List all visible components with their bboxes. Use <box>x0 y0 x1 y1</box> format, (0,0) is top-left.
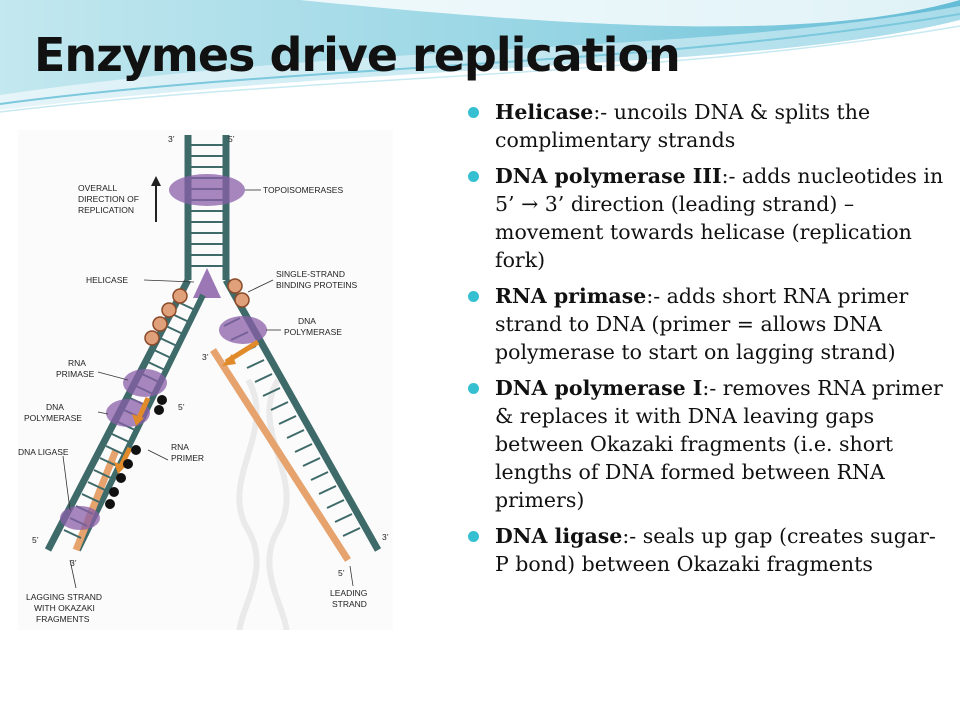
bullet-text: :- removes RNA primer & replaces it with… <box>495 376 943 512</box>
bullet-term: RNA primase <box>495 284 647 308</box>
bullet-text: :- seals up gap (creates sugar-P bond) b… <box>495 524 936 576</box>
bullet-icon <box>468 531 479 542</box>
bullet-term: DNA polymerase I <box>495 376 703 400</box>
label-leading-1: LEADING <box>330 588 367 598</box>
label-dna-ligase: DNA LIGASE <box>18 447 69 457</box>
bullet-icon <box>468 171 479 182</box>
direction-arrow <box>151 176 161 222</box>
label-overall-direction-1: OVERALL <box>78 183 117 193</box>
label-rna-primer-2: PRIMER <box>171 453 204 463</box>
topoisomerase-shape <box>169 174 245 206</box>
label-rna-primer-1: RNA <box>171 442 189 452</box>
label-dna-polymerase-right-1: DNA <box>298 316 316 326</box>
bullet-item-rna-primase: RNA primase:- adds short RNA primer stra… <box>466 282 946 366</box>
label-ssb-2: BINDING PROTEINS <box>276 280 358 290</box>
bullet-icon <box>468 291 479 302</box>
bullet-item-dna-polymerase-i: DNA polymerase I:- removes RNA primer & … <box>466 374 946 514</box>
bullet-item-dna-ligase: DNA ligase:- seals up gap (creates sugar… <box>466 522 946 578</box>
bullet-term: DNA ligase <box>495 524 623 548</box>
label-overall-direction-2: DIRECTION OF <box>78 194 139 204</box>
bullet-item-dna-polymerase-iii: DNA polymerase III:- adds nucleotides in… <box>466 162 946 274</box>
label-rna-primase-2: PRIMASE <box>56 369 95 379</box>
ssb-proteins <box>144 278 250 346</box>
label-dna-polymerase-left-1: DNA <box>46 402 64 412</box>
label-bottom-right-3: 3’ <box>382 532 389 542</box>
bullet-list: Helicase:- uncoils DNA & splits the comp… <box>466 98 946 586</box>
polymerase-right-shape <box>219 316 267 344</box>
bullet-term: DNA polymerase III <box>495 164 722 188</box>
label-ssb-1: SINGLE-STRAND <box>276 269 345 279</box>
ligase-shape <box>60 506 100 530</box>
bullet-icon <box>468 107 479 118</box>
helicase-shape <box>193 268 221 298</box>
label-top-right-5: 5’ <box>228 134 235 144</box>
label-overall-direction-3: REPLICATION <box>78 205 134 215</box>
bullet-term: Helicase <box>495 100 594 124</box>
rna-primer-dots <box>105 395 167 509</box>
replication-fork-svg: 3’ 5’ OVERALL DIRECTION OF REPLICATION T… <box>18 134 389 630</box>
label-lagging-2: WITH OKAZAKI <box>34 603 95 613</box>
label-left-5-mid: 5’ <box>178 402 185 412</box>
label-top-left-3: 3’ <box>168 134 175 144</box>
label-bottom-left-3: 3’ <box>70 558 77 568</box>
label-helicase: HELICASE <box>86 275 128 285</box>
label-leading-2: STRAND <box>332 599 367 609</box>
label-bottom-right-5: 5’ <box>338 568 345 578</box>
label-right-3-mid: 3’ <box>202 352 209 362</box>
parental-dna <box>184 135 230 280</box>
bullet-text: :- adds short RNA primer strand to DNA (… <box>495 284 909 364</box>
bullet-text: :- adds nucleotides in 5’ → 3’ direction… <box>495 164 944 272</box>
background-helix <box>236 378 290 630</box>
label-lagging-3: FRAGMENTS <box>36 614 90 624</box>
leader-lines <box>62 189 354 589</box>
label-bottom-left-5: 5’ <box>32 535 39 545</box>
label-topoisomerases: TOPOISOMERASES <box>263 185 343 195</box>
primase-shape <box>123 369 167 397</box>
header-swoosh <box>0 0 960 113</box>
label-dna-polymerase-left-2: POLYMERASE <box>24 413 82 423</box>
label-lagging-1: LAGGING STRAND <box>26 592 102 602</box>
label-dna-polymerase-right-2: POLYMERASE <box>284 327 342 337</box>
bullet-text: :- uncoils DNA & splits the complimentar… <box>495 100 871 152</box>
bullet-icon <box>468 383 479 394</box>
replication-fork-diagram: 3’ 5’ OVERALL DIRECTION OF REPLICATION T… <box>18 130 393 630</box>
slide-title: Enzymes drive replication <box>34 28 681 82</box>
bullet-item-helicase: Helicase:- uncoils DNA & splits the comp… <box>466 98 946 154</box>
label-rna-primase-1: RNA <box>68 358 86 368</box>
